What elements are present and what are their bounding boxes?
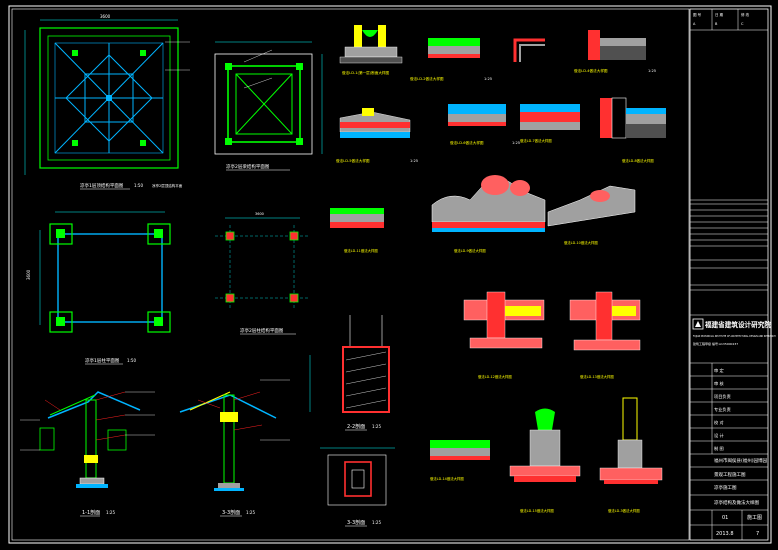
tb-date: 2013.8 [716,531,734,537]
detail-ld10-title: 做法LD-10做法大样图 [564,240,598,245]
beam-structure-plan: 凉亭2层梁结构平面图 [214,41,323,171]
roof-plan-note: 凉亭2层顶结构平面 [152,183,183,188]
detail-ld5-title: 做法LD-5做法大样图 [336,158,370,163]
dim-3600-2: 3600 [255,212,264,216]
dim-top: 3600 [100,14,111,19]
detail-ld4-scale: 1:25 [648,69,656,73]
section-2-scale: 1:25 [372,424,381,429]
detail-footing-title: 做法LD-3做法大样图 [608,508,640,513]
detail-ld1-title: 做法LD-1(第一层)断面大样图 [342,70,389,75]
detail-ld14: 做法LD-14做法大样图 [430,440,490,481]
tb-row-drawn: 制 图 [714,445,724,452]
floor-column-plan: 3600 凉亭1层柱平面图 1:50 [26,211,171,365]
roof-plan-scale: 1:50 [134,183,143,188]
detail-ld3 [513,38,545,62]
detail-ld5-scale: 1:25 [410,159,418,163]
detail-ld6: 做法LD-6做法大样图 1:25 [448,104,520,145]
beam-plan-title: 凉亭2层梁结构平面图 [226,163,270,170]
column-plan-title: 凉亭2层柱结构平面图 [240,327,284,334]
tb-drawing: 凉亭施工图 [714,484,737,491]
section-2-title: 2-2剖面 [347,423,365,430]
section-3-plan-title: 3-3剖面 [347,519,365,526]
detail-ld4: 做法LD-4做法大样图 1:25 [574,30,656,73]
title-block: 图 号 日 期 修 改 A B C 福建省建筑设计研究院 FUJIAN PROV… [689,8,776,541]
drawing-area-border [11,8,690,541]
detail-ld4-title: 做法LD-4做法大样图 [574,68,608,73]
tb-row-reviewed: 审 核 [714,380,725,387]
section-1-1: 1-1剖面 1:25 [39,391,155,517]
company-name: 福建省建筑设计研究院 [704,320,771,329]
tb-project-sub: 景观工程施工图 [714,471,746,478]
detail-ld9-title: 做法LD-9做法大样图 [454,248,486,253]
detail-ld14-title: 做法LD-14做法大样图 [430,476,464,481]
tb-row-designed: 设 计 [714,432,724,439]
tb-number: 01 [722,515,728,521]
detail-ld2-title: 做法LD-2做法大样图 [410,76,444,81]
section-3-plan-scale: 1:25 [372,520,381,525]
section-3-3-plan: 3-3剖面 1:25 [320,447,395,527]
detail-ld15-title: 做法LD-15做法大样图 [520,508,554,513]
detail-ld12: 做法LD-12做法大样图 [463,291,545,379]
detail-ld6-title: 做法LD-6做法大样图 [450,140,484,145]
detail-ld8-title: 做法LD-8做法大样图 [622,158,654,163]
tb-row-project-lead: 项目负责 [714,393,731,400]
company-license: 建筑工程甲级 编号:A135000237 [693,341,738,346]
detail-ld11-title: 做法LD-11做法大样图 [344,248,378,253]
tb-sheet: 7 [756,531,759,537]
company-logo [692,318,704,330]
title-header-2: 日 期 [715,12,724,17]
section-1-scale: 1:25 [106,510,115,515]
section-3-title: 3-3剖面 [222,509,240,516]
dim-side: 3600 [26,269,31,280]
tb-drawing-sub: 凉亭结构及做法大样图 [714,499,759,506]
detail-ld7: 做法LD-7做法大样图 [520,104,580,143]
detail-ld9: 做法LD-9做法大样图 [431,175,546,253]
tb-row-discipline-lead: 专业负责 [714,406,731,413]
detail-ld1: 做法LD-1(第一层)断面大样图 [339,25,403,75]
company-name-en: FUJIAN PROVINCIAL INSTITUTE OF ARCHITECT… [693,335,776,338]
tb-row-checked: 校 对 [714,419,724,426]
detail-ld13-title: 做法LD-13做法大样图 [580,374,614,379]
detail-ld15: 做法LD-15做法大样图 [509,408,581,513]
column-structure-plan: 3600 凉亭2层柱结构平面图 [215,212,310,335]
detail-ld2-scale: 1:25 [484,77,492,81]
sheet-border [8,5,772,544]
detail-ld11: 做法LD-11做法大样图 [330,208,384,253]
title-header-1: 图 号 [693,12,702,17]
section-1-title: 1-1剖面 [82,509,100,516]
detail-ld6-scale: 1:25 [512,141,520,145]
leader-notes [20,41,290,451]
section-3-scale: 1:25 [246,510,255,515]
tb-row-approved: 审 定 [714,367,724,374]
detail-ld13: 做法LD-13做法大样图 [569,291,641,379]
roof-plan-title: 凉亭1层顶结构平面图 [80,182,124,189]
floor-plan-scale: 1:50 [127,358,136,363]
title-header-6: C [741,22,744,26]
detail-ld8: 做法LD-8做法大样图 [600,97,666,163]
floor-plan-title: 凉亭1层柱平面图 [85,357,120,364]
detail-ld2: 做法LD-2做法大样图 1:25 [410,38,492,81]
detail-footing: 做法LD-3做法大样图 [599,397,663,513]
detail-ld5: 做法LD-5做法大样图 1:25 [336,108,418,163]
roof-structure-plan: 3600 凉亭1层顶结构平面图 1:50 凉亭2层顶结构平面 [24,14,183,190]
title-header-5: B [715,22,718,26]
tb-project: 福州市闽侯县(福州)园博园 [714,457,768,464]
tb-sheet-label: 施工图 [747,514,762,521]
detail-ld12-title: 做法LD-12做法大样图 [478,374,512,379]
title-header-3: 修 改 [741,12,750,17]
detail-ld7-title: 做法LD-7做法大样图 [520,138,552,143]
title-header-4: A [693,22,696,26]
section-2-2: 2-2剖面 1:25 [309,315,390,431]
detail-ld10: 做法LD-10做法大样图 [547,185,636,245]
section-3-3-elevation: 3-3剖面 1:25 [179,391,277,517]
